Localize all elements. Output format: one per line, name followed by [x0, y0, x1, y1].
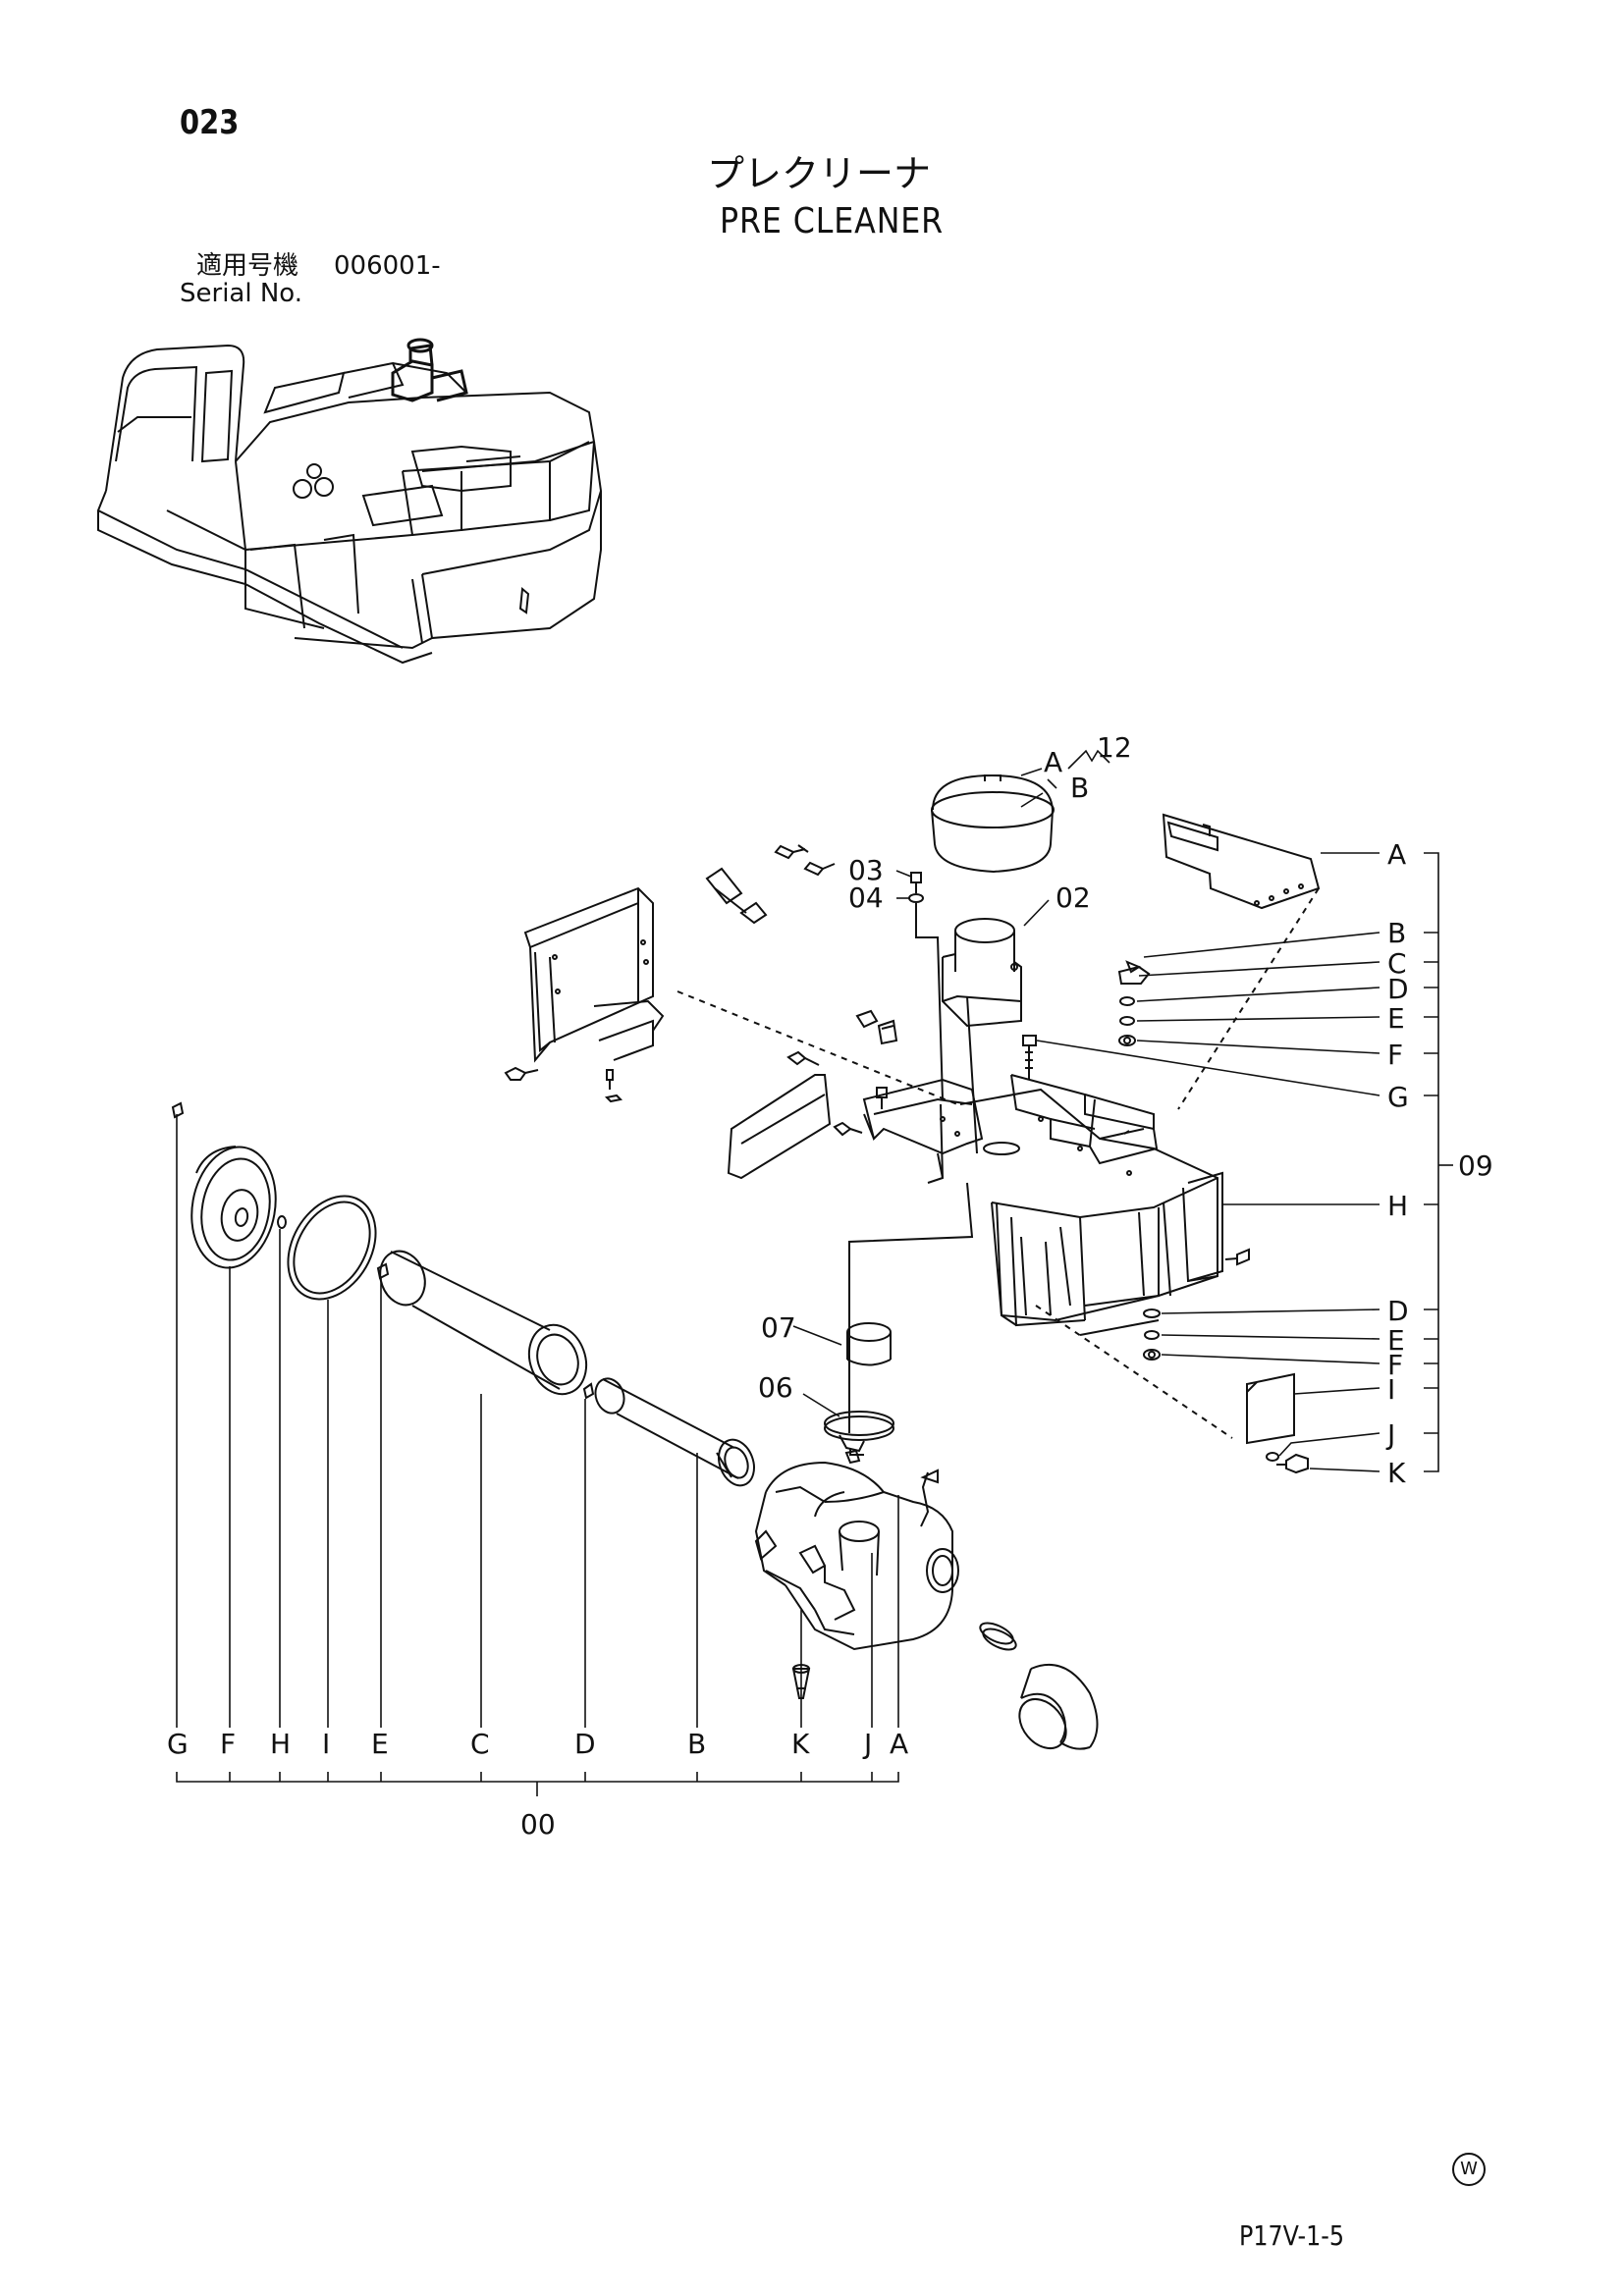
bottom-label-k: K — [791, 1728, 810, 1760]
part-04-washer — [908, 893, 924, 903]
right-label-f: F — [1387, 1039, 1403, 1071]
part-12-precleaner-cap — [931, 774, 1055, 874]
part-h-o-ring — [277, 1215, 287, 1229]
serial-number-value: 006001- — [334, 251, 441, 281]
right-label-c: C — [1387, 947, 1407, 980]
drawing-code: P17V-1-5 — [1239, 2219, 1344, 2252]
side-bracket-and-cover — [504, 844, 958, 1105]
excavator-overview-illustration — [96, 338, 603, 665]
w-mark-icon: W — [1452, 2153, 1486, 2186]
bottom-label-j: J — [862, 1728, 872, 1760]
part-d-clip — [582, 1382, 595, 1400]
right-label-e: E — [1387, 1002, 1405, 1035]
bottom-label-d: D — [574, 1728, 596, 1760]
right-label-h: H — [1387, 1190, 1408, 1222]
outlet-hose-and-clamp — [979, 1622, 1099, 1750]
right-label-j: J — [1385, 1418, 1395, 1451]
callout-04: 04 — [848, 881, 884, 914]
title-english: PRE CLEANER — [720, 201, 945, 241]
bottom-label-i: I — [322, 1728, 330, 1760]
right-label-i: I — [1387, 1373, 1395, 1406]
bottom-label-e: E — [371, 1728, 389, 1760]
callout-03: 03 — [848, 854, 884, 886]
right-label-d: D — [1387, 973, 1409, 1005]
right-label-g: G — [1387, 1081, 1409, 1113]
part-g-clip — [171, 1101, 185, 1119]
callout-00: 00 — [520, 1808, 556, 1841]
serial-label-english: Serial No. — [180, 279, 302, 308]
serial-label-japanese: 適用号機 — [196, 251, 299, 281]
callout-09: 09 — [1458, 1149, 1493, 1182]
right-label-e2: E — [1387, 1324, 1405, 1357]
bottom-label-h: H — [270, 1728, 291, 1760]
callout-labels: A B 12 03 04 02 07 06 09 00 A B C D E F … — [167, 731, 1493, 1841]
leader-lines — [176, 749, 1453, 1796]
part-07-rubber-sleeve — [846, 1322, 892, 1366]
callout-12-a: A — [1044, 746, 1062, 778]
part-i-gasket-ring — [287, 1195, 377, 1301]
right-label-b: B — [1387, 917, 1406, 949]
right-label-k: K — [1387, 1457, 1406, 1489]
part-09-bracket-assembly — [959, 813, 1321, 1474]
part-f-end-cover — [190, 1146, 277, 1269]
page-number: 023 — [180, 103, 240, 142]
bottom-label-g: G — [167, 1728, 189, 1760]
callout-12: 12 — [1097, 731, 1132, 764]
callout-02: 02 — [1056, 881, 1091, 914]
title-japanese: プレクリーナ — [707, 152, 932, 195]
air-cleaner-housing — [754, 1461, 959, 1651]
part-j-bolt — [844, 1449, 861, 1465]
part-e-clip — [376, 1262, 390, 1280]
part-b-inner-element — [594, 1377, 755, 1487]
mount-brackets-center — [727, 903, 984, 1433]
right-label-f2: F — [1387, 1349, 1403, 1381]
bottom-label-b: B — [687, 1728, 706, 1760]
part-c-outer-element — [379, 1250, 588, 1396]
bottom-label-c: C — [470, 1728, 490, 1760]
bottom-label-a: A — [890, 1728, 908, 1760]
callout-07: 07 — [761, 1311, 796, 1344]
part-06-hose-clamp — [824, 1411, 894, 1456]
callout-06: 06 — [758, 1371, 793, 1404]
part-03-bolt — [910, 872, 922, 893]
right-label-a: A — [1387, 838, 1406, 871]
part-02-inlet-pipe — [942, 918, 1022, 1028]
bottom-label-f: F — [220, 1728, 236, 1760]
callout-12-b: B — [1070, 772, 1089, 804]
right-label-d2: D — [1387, 1295, 1409, 1327]
